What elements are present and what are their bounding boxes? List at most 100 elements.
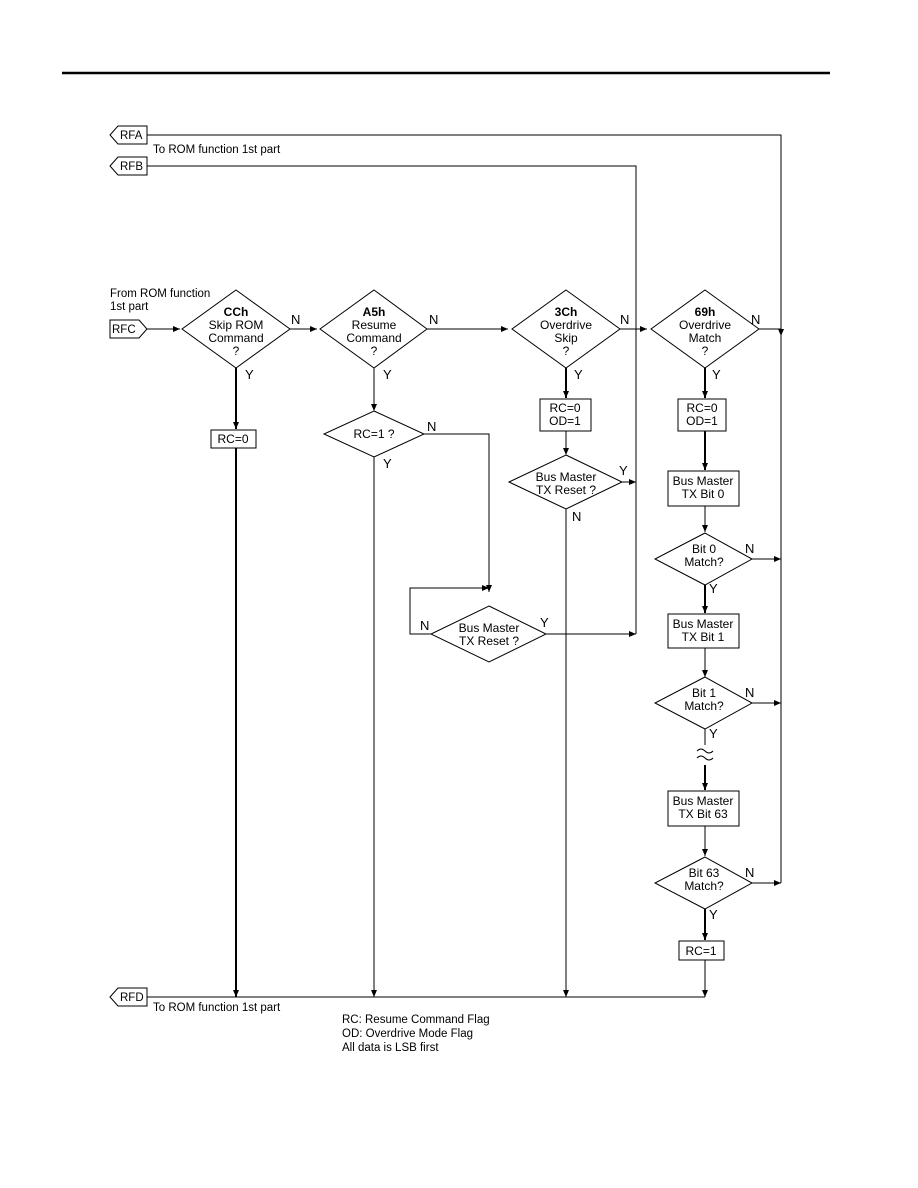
process-tx-bit1: Bus Master TX Bit 1 xyxy=(667,613,740,649)
process-tx-bit1-line2: TX Bit 1 xyxy=(682,630,725,644)
process-tx-bit1-line1: Bus Master xyxy=(673,617,734,631)
continuation-break-icon xyxy=(696,748,714,761)
arrowhead xyxy=(702,670,708,677)
legend: RC: Resume Command Flag OD: Overdrive Mo… xyxy=(342,1014,490,1054)
arrowhead xyxy=(640,326,647,332)
process-rc0: RC=0 xyxy=(210,429,257,449)
connector-rfb: RFB xyxy=(109,156,148,176)
connector-rfc-note: From ROM function xyxy=(110,288,210,300)
branch-label-yes: Y xyxy=(709,726,718,741)
decision-bus-master-reset-b-line1: Bus Master xyxy=(536,470,597,484)
connector-rfd: RFD xyxy=(109,987,148,1007)
process-rc0-od1-a-line2: OD=1 xyxy=(549,414,581,428)
arrowhead xyxy=(371,990,377,997)
arrowhead xyxy=(774,700,781,706)
connector-rfb-label: RFB xyxy=(120,161,143,173)
branch-label-no: N xyxy=(420,618,429,633)
process-tx-bit0: Bus Master TX Bit 0 xyxy=(667,470,740,507)
decision-bus-master-reset-a-line2: TX Reset ? xyxy=(459,634,519,648)
branch-label-no: N xyxy=(745,685,754,700)
connector-rfa: RFA xyxy=(109,125,148,145)
decision-bit1-match-line2: Match? xyxy=(684,699,724,713)
decision-bit0-match: Bit 0 Match? xyxy=(653,532,754,586)
decision-bus-master-reset-a-line1: Bus Master xyxy=(459,621,520,635)
arrowhead xyxy=(173,326,180,332)
branch-label-yes: Y xyxy=(245,367,254,382)
arrowhead xyxy=(702,849,708,856)
branch-label-no: N xyxy=(751,312,760,327)
branch-label-yes: Y xyxy=(540,615,549,630)
branch-label-yes: Y xyxy=(709,907,718,922)
branch-label-no: N xyxy=(291,312,300,327)
connector-rfa-label: RFA xyxy=(120,130,143,142)
branch-label-no: N xyxy=(427,419,436,434)
arrowhead xyxy=(486,585,492,592)
process-tx-bit63: Bus Master TX Bit 63 xyxy=(667,790,740,827)
arrowhead xyxy=(702,391,708,398)
branch-label-yes: Y xyxy=(619,463,628,478)
arrowhead xyxy=(702,933,708,940)
branch-label-yes: Y xyxy=(712,367,721,382)
branch-label-no: N xyxy=(620,312,629,327)
decision-overdrive-skip-line3: Skip xyxy=(554,331,578,345)
arrowhead xyxy=(310,326,317,332)
arrowhead xyxy=(371,404,377,411)
decision-resume-line3: Command xyxy=(346,331,401,345)
connector-rfd-label: RFD xyxy=(120,992,144,1004)
arrowhead xyxy=(702,606,708,613)
process-tx-bit63-line1: Bus Master xyxy=(673,794,734,808)
process-rc0-od1-b: RC=0 OD=1 xyxy=(677,398,727,432)
arrowhead xyxy=(702,990,708,997)
connector-rfc: RFC xyxy=(109,319,148,339)
process-tx-bit0-line1: Bus Master xyxy=(673,474,734,488)
arrowhead xyxy=(778,329,784,336)
arrowhead xyxy=(501,326,508,332)
connector-rfc-label: RFC xyxy=(112,324,136,336)
decision-overdrive-match-line2: Overdrive xyxy=(679,318,731,332)
process-rc1: RC=1 xyxy=(678,940,725,961)
arrowhead xyxy=(482,585,489,591)
decision-bit0-match-line2: Match? xyxy=(684,555,724,569)
branch-label-yes: Y xyxy=(383,456,392,471)
decision-resume-line4: ? xyxy=(371,344,378,358)
arrowhead xyxy=(629,479,636,485)
decision-resume-code: A5h xyxy=(363,305,386,319)
arrowhead xyxy=(774,880,781,886)
arrowhead xyxy=(702,463,708,470)
branch-label-yes: Y xyxy=(709,581,718,596)
connector-rfd-note: To ROM function 1st part xyxy=(153,1002,281,1014)
arrowhead xyxy=(629,631,636,637)
decision-rc-check: RC=1 ? xyxy=(322,410,426,458)
decision-skip-rom-line2: Skip ROM xyxy=(209,318,264,332)
decision-bus-master-reset-b: Bus Master TX Reset ? xyxy=(507,454,624,510)
decision-overdrive-match-line4: ? xyxy=(702,344,709,358)
decision-bit63-match-line1: Bit 63 xyxy=(689,866,720,880)
decision-overdrive-skip-code: 3Ch xyxy=(555,305,578,319)
legend-od: OD: Overdrive Mode Flag xyxy=(342,1028,473,1040)
decision-skip-rom-code: CCh xyxy=(224,305,249,319)
decision-resume-line2: Resume xyxy=(352,318,397,332)
line-rc1q-no xyxy=(424,433,490,592)
arrowhead xyxy=(233,422,239,429)
decision-bit0-match-line1: Bit 0 xyxy=(692,542,716,556)
connector-rfa-note: To ROM function 1st part xyxy=(153,144,281,156)
legend-rc: RC: Resume Command Flag xyxy=(342,1014,490,1026)
decision-bit63-match-line2: Match? xyxy=(684,879,724,893)
branch-label-no: N xyxy=(572,509,581,524)
decision-bus-master-reset-b-line2: TX Reset ? xyxy=(536,483,596,497)
decision-skip-rom-line4: ? xyxy=(233,344,240,358)
process-rc0-od1-b-line2: OD=1 xyxy=(686,414,718,428)
arrowhead xyxy=(563,391,569,398)
arrowhead xyxy=(774,556,781,562)
decision-overdrive-skip-line2: Overdrive xyxy=(540,318,592,332)
decision-overdrive-skip: 3Ch Overdrive Skip ? xyxy=(511,289,621,369)
decision-bit1-match: Bit 1 Match? xyxy=(653,676,754,730)
decision-overdrive-match-code: 69h xyxy=(695,305,716,319)
decision-bit1-match-line1: Bit 1 xyxy=(692,686,716,700)
process-rc0-od1-b-line1: RC=0 xyxy=(686,401,717,415)
decision-bus-master-reset-a: Bus Master TX Reset ? xyxy=(429,605,548,663)
arrowhead xyxy=(563,990,569,997)
process-rc1-label: RC=1 xyxy=(685,944,716,958)
decision-overdrive-match: 69h Overdrive Match ? xyxy=(650,289,760,369)
